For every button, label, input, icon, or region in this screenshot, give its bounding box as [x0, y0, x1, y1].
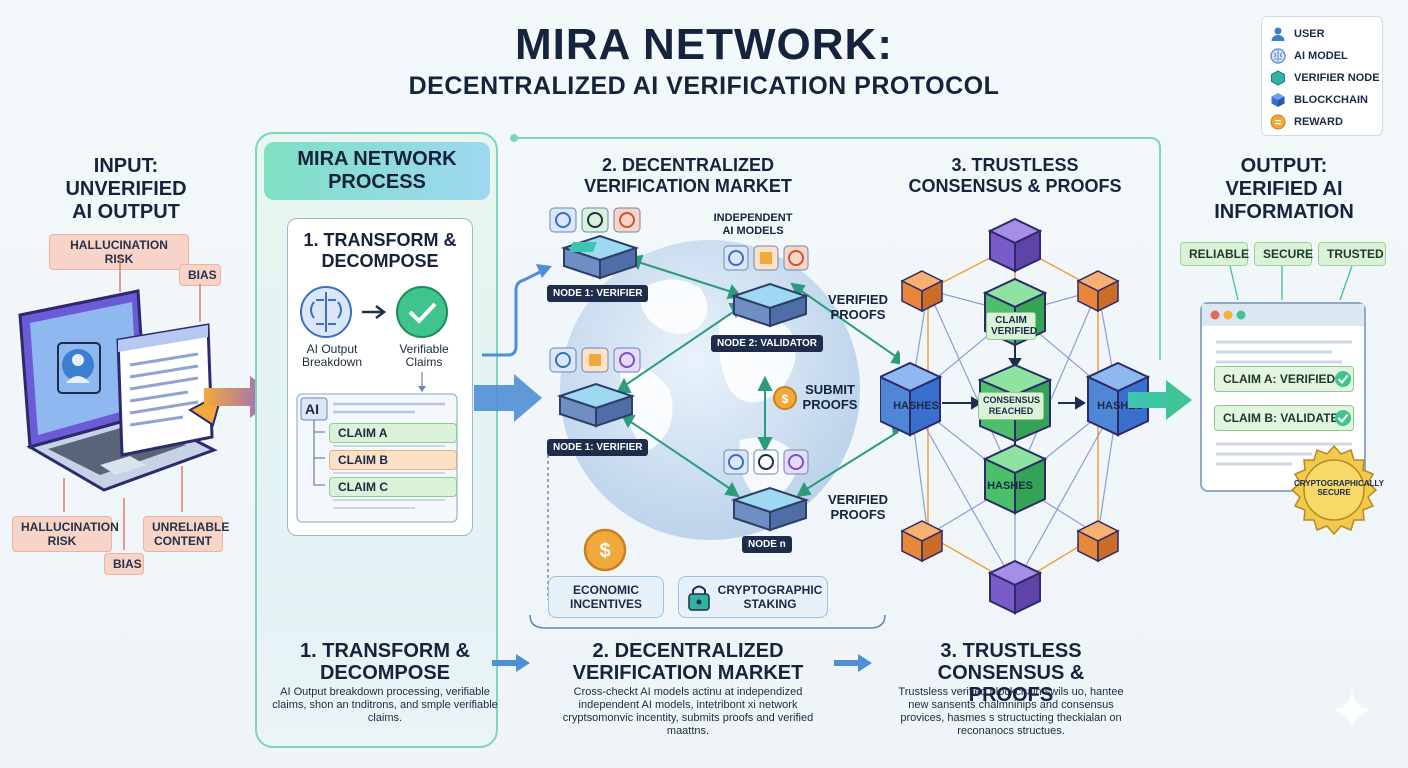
brain-icon	[1270, 48, 1286, 64]
legend-item-reward: REWARD	[1270, 113, 1343, 131]
block-cube-orange-bl	[900, 520, 944, 563]
tag-hallucination-risk-bottom: HALLUCINATION RISK	[12, 516, 119, 552]
verification-network: $ $	[549, 207, 900, 572]
process-banner: MIRA NETWORK PROCESS	[264, 142, 490, 200]
lock-icon	[688, 585, 710, 611]
output-heading: OUTPUT: VERIFIED AI INFORMATION	[1214, 155, 1354, 223]
output-window-chrome	[1202, 304, 1364, 466]
svg-text:$: $	[599, 540, 610, 562]
arrow-consensus-to-output	[1128, 380, 1192, 420]
check-circle-icon	[396, 286, 448, 338]
ai-models-group-mid	[549, 347, 641, 373]
hashes-left-label: HASHES	[893, 400, 939, 412]
block-cube-hashes-left	[880, 361, 943, 437]
arrow-right-icon	[362, 305, 387, 319]
page-subtitle: DECENTRALIZED AI VERIFICATION PROTOCOL	[408, 72, 1000, 100]
seal-label: CRYPTOGRAPHICALLY SECURE	[1294, 479, 1384, 497]
hexagon-node-icon	[1271, 70, 1285, 86]
claim-b: CLAIM B	[329, 450, 457, 470]
block-cube-orange-tl	[900, 270, 944, 313]
node1-bottom-label: NODE 1: VERIFIER	[547, 439, 649, 456]
tag-hallucination-risk-top: HALLUCINATION RISK	[49, 234, 189, 270]
coin-icon	[773, 386, 797, 410]
cryptographically-secure-seal	[1290, 444, 1378, 536]
check-circle-icon	[1335, 410, 1351, 426]
badge-connectors	[1229, 265, 1353, 301]
cube-icon	[1271, 93, 1285, 107]
independent-models-label: INDEPENDENT AI MODELS	[713, 212, 793, 237]
consensus-heading: 3. TRUSTLESS CONSENSUS & PROOFS	[908, 155, 1122, 196]
block-cube-top	[987, 217, 1043, 273]
input-heading: INPUT: UNVERIFIED AI OUTPUT	[65, 155, 187, 223]
node1-top-label: NODE 1: VERIFIER	[547, 285, 649, 302]
noden-label: NODE n	[742, 536, 792, 553]
block-cube-orange-tr	[1076, 270, 1120, 313]
server-node-n	[730, 486, 810, 532]
page-title: MIRA NETWORK:	[515, 20, 893, 69]
block-cube-bottom	[987, 559, 1043, 615]
badge-secure: SECURE	[1254, 242, 1313, 266]
economic-incentives-box: ECONOMIC INCENTIVES	[548, 576, 664, 618]
legend-item-user: USER	[1270, 25, 1325, 43]
claim-verified-tag: CLAIM VERIFIED	[986, 312, 1037, 340]
bottom-step1-desc: AI Output breakdown processing, verifiab…	[272, 686, 498, 724]
legend: USER AI MODEL VERIFIER NODE BLOCKCHAIN R…	[1261, 16, 1383, 136]
bottom-step1-title: 1. TRANSFORM & DECOMPOSE	[300, 640, 470, 684]
breakdown-label: AI Output Breakdown	[301, 342, 363, 369]
legend-item-ai-model: AI MODEL	[1270, 47, 1348, 65]
svg-text:$: $	[782, 392, 789, 406]
server-node-2	[730, 282, 810, 328]
coin-icon-large	[583, 528, 627, 572]
bottom-step2-desc: Cross-checkt AI models actinu at indepen…	[562, 686, 814, 737]
window-dot-yellow	[1223, 310, 1233, 320]
frame-dot	[510, 134, 518, 142]
legend-item-verifier-node: VERIFIER NODE	[1270, 69, 1380, 87]
claim-c: CLAIM C	[329, 477, 457, 497]
window-dot-red	[1210, 310, 1220, 320]
output-claim-b: CLAIM B: VALIDATED	[1214, 405, 1354, 431]
block-cube-hashes-bottom	[982, 443, 1048, 515]
consensus-reached-tag: CONSENSUS REACHED	[978, 392, 1044, 420]
server-node-1-top	[560, 234, 640, 280]
bottom-step2-title: 2. DECENTRALIZED VERIFICATION MARKET	[572, 640, 804, 684]
window-dot-green	[1236, 310, 1246, 320]
arrows-process-to-market	[474, 264, 552, 422]
ai-models-group-top	[549, 207, 641, 233]
input-connector-lines	[63, 256, 201, 550]
transform-title: 1. TRANSFORM & DECOMPOSE	[303, 230, 457, 271]
verified-proofs-top-label: VERIFIED PROOFS	[828, 292, 888, 322]
ai-models-group-bottom	[723, 449, 809, 475]
verified-proofs-bottom-label: VERIFIED PROOFS	[828, 492, 888, 522]
node2-label: NODE 2: VALIDATOR	[711, 335, 824, 352]
tag-bias-bottom: BIAS	[104, 553, 144, 575]
server-node-1-bottom	[556, 382, 636, 428]
bottom-arrow-2	[834, 654, 872, 672]
bottom-step3-title: 3. TRUSTLESS CONSENSUS & PROOFS	[937, 640, 1085, 706]
laptop-illustration	[18, 289, 224, 492]
transform-icons	[300, 286, 448, 338]
ai-models-group-right	[723, 245, 809, 271]
submit-proofs-label: SUBMIT PROOFS	[802, 382, 858, 412]
badge-reliable: RELIABLE	[1180, 242, 1249, 266]
check-circle-icon	[1335, 371, 1351, 387]
claim-a: CLAIM A	[329, 423, 457, 443]
block-cube-orange-br	[1076, 520, 1120, 563]
sparkle-icon	[1332, 690, 1372, 730]
hashes-bottom-label: HASHES	[987, 480, 1033, 492]
claims-tree	[296, 372, 458, 523]
tag-bias-top: BIAS	[179, 264, 221, 286]
coin-icon	[1270, 114, 1286, 130]
badge-trusted: TRUSTED	[1318, 242, 1386, 266]
user-icon	[1271, 27, 1285, 41]
tag-unreliable-content: UNRELIABLE CONTENT	[143, 516, 229, 552]
market-heading: 2. DECENTRALIZED VERIFICATION MARKET	[584, 155, 792, 196]
claims-label: Verifiable Claims	[399, 342, 449, 369]
bottom-step3-desc: Trustsless verified blockchain swils uo,…	[898, 686, 1124, 737]
bottom-arrow-1	[492, 654, 530, 672]
legend-item-blockchain: BLOCKCHAIN	[1270, 91, 1368, 109]
ai-label: AI	[305, 401, 319, 417]
output-claim-a: CLAIM A: VERIFIED	[1214, 366, 1354, 392]
